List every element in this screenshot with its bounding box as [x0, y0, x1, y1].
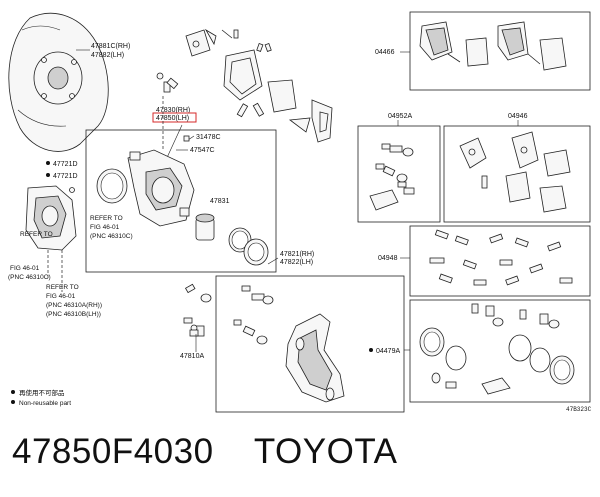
- caliper-rh-label: 47830(RH): [156, 107, 190, 114]
- caliper-lh-label: 47850(LH): [156, 115, 189, 122]
- caliper-assembly-small: [25, 185, 77, 251]
- ref1-line2: FIG 46-01: [90, 224, 120, 231]
- caliper-body: [127, 149, 195, 227]
- bleeder-screw: [183, 135, 190, 142]
- upper-bolt: [156, 72, 179, 93]
- mount-rh-label: 47821(RH): [280, 251, 314, 258]
- mounting-bracket: [285, 313, 345, 403]
- ref2-line2: FIG 46-01: [10, 265, 40, 272]
- seal-kit-label: 04479A: [376, 348, 400, 355]
- washer: [69, 187, 75, 193]
- shield-lh-label: 47882(LH): [91, 52, 124, 59]
- legend-dot-en: [11, 400, 15, 404]
- part-number: 47850F4030: [12, 432, 214, 471]
- nonreusable-dot-2: [46, 173, 50, 177]
- ref2-line1: REFER TO: [20, 231, 53, 238]
- caliper-group-frame: [85, 129, 277, 273]
- mounting-bolt: [189, 324, 199, 337]
- piston-label: 47831: [210, 198, 230, 205]
- dust-shield: [8, 12, 109, 152]
- ref2-line3: (PNC 46310C): [8, 274, 51, 281]
- figure-id: 47B323C: [566, 406, 592, 413]
- nonreusable-dot-1: [46, 161, 50, 165]
- kit-b-frame: [443, 125, 591, 223]
- brake-pad-parts: [185, 28, 333, 143]
- kit-a-label: 04952A: [388, 113, 412, 120]
- ref3-line4: (PNC 46310B(LH)): [46, 311, 101, 318]
- ref3-line2: FIG 46-01: [46, 293, 76, 300]
- pad-kit-frame: [409, 11, 591, 91]
- parts-diagram: 47881C(RH) 47882(LH) 47830(RH) 47850(LH)…: [8, 11, 592, 413]
- piston: [195, 213, 215, 241]
- n47721d-label: 47721D: [53, 161, 78, 168]
- kit-b-drawing: [459, 131, 571, 213]
- kit-a-frame: [357, 125, 441, 223]
- kit-a-drawing: [369, 143, 415, 211]
- highlight-box: [152, 112, 197, 123]
- product-caption: 47850F4030 TOYOTA: [12, 432, 397, 478]
- seal-kit-drawing: [419, 303, 575, 395]
- ref3-line1: REFER TO: [46, 284, 79, 291]
- caliper-seal-ring: [96, 168, 128, 204]
- nonreusable-dot-3: [369, 348, 373, 352]
- plug-label: 47547C: [190, 147, 215, 154]
- shield-rh-label: 47881C(RH): [91, 43, 130, 50]
- brand-name: TOYOTA: [253, 432, 398, 471]
- shim-kit-drawing: [429, 229, 573, 286]
- n47721d-label-2: 47721D: [53, 173, 78, 180]
- bolt-label: 47810A: [180, 353, 204, 360]
- guide-pins: [183, 283, 274, 345]
- legend-en: Non-reusable part: [19, 400, 71, 407]
- shim-kit-frame: [409, 225, 591, 297]
- legend-jp: 再使用不可部品: [19, 388, 65, 397]
- ref3-line3: (PNC 46310A(RH)): [46, 302, 102, 309]
- ref1-line1: REFER TO: [90, 215, 123, 222]
- legend-dot-jp: [11, 390, 15, 394]
- shim-kit-label: 04948: [378, 255, 398, 262]
- mount-lh-label: 47822(LH): [280, 259, 313, 266]
- mounting-group-frame: [215, 275, 405, 413]
- seal-kit-frame: [409, 299, 591, 403]
- pad-kit-drawing: [419, 21, 567, 71]
- kit-b-label: 04946: [508, 113, 528, 120]
- ref1-line3: (PNC 46310C): [90, 233, 133, 240]
- pad-kit-label: 04466: [375, 49, 395, 56]
- bleeder-label: 31478C: [196, 134, 221, 141]
